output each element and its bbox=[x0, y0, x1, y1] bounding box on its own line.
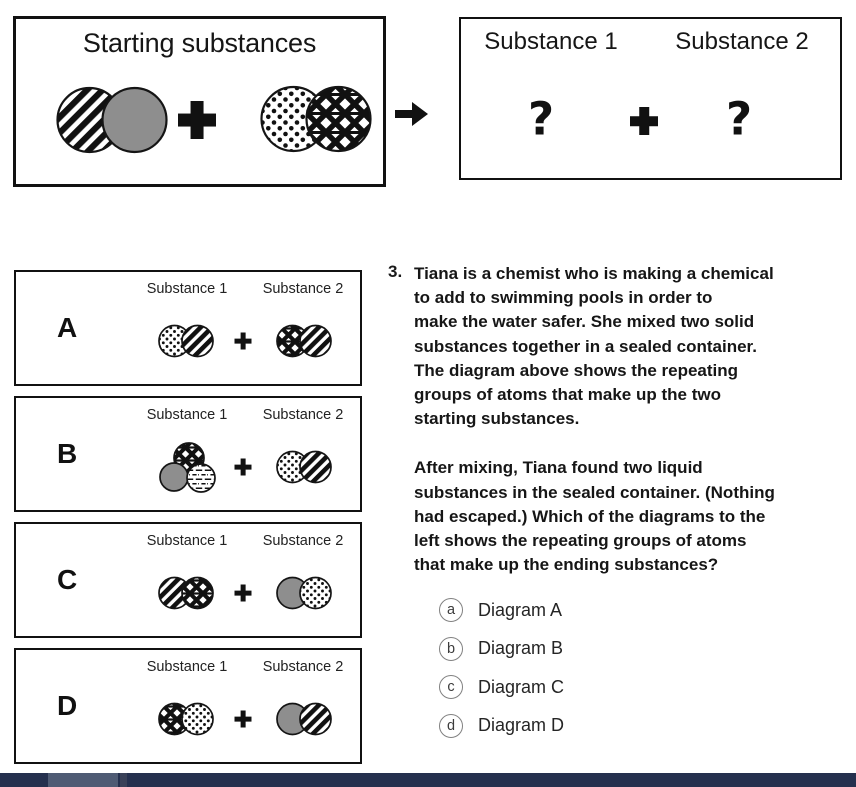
atom-circle-polka-dots-circle bbox=[299, 576, 332, 610]
products-box: Substance 1 Substance 2 ? ? bbox=[459, 17, 842, 180]
atom-circle-bold-crosshatch-circle bbox=[181, 576, 214, 610]
diagram-label: A bbox=[57, 312, 78, 343]
diagram-label: C bbox=[57, 564, 78, 595]
option-label: Diagram B bbox=[478, 638, 564, 659]
substance2-molecule bbox=[276, 322, 333, 360]
unknown-substance-1: ? bbox=[527, 92, 555, 146]
substance2-header: Substance 2 bbox=[262, 281, 344, 297]
atom-circle-diagonal-stripes-circle bbox=[299, 450, 332, 484]
scrollbar-thumb[interactable] bbox=[48, 773, 118, 787]
substance1-header: Substance 1 bbox=[146, 659, 228, 675]
starting-substances-box: Starting substances bbox=[13, 16, 386, 187]
right-arrow-icon bbox=[395, 101, 429, 127]
atom-circle-diagonal-stripes-circle bbox=[181, 324, 214, 358]
option-label: Diagram D bbox=[478, 715, 565, 736]
unknown-substance-2: ? bbox=[725, 92, 753, 146]
diagram-list: A Substance 1 Substance 2 B Substance 1 … bbox=[14, 270, 362, 774]
plus-icon bbox=[630, 107, 658, 135]
answer-option-c[interactable]: c Diagram C bbox=[439, 675, 854, 700]
diagram-box-D: D Substance 1 Substance 2 bbox=[14, 648, 362, 764]
substance2-header: Substance 2 bbox=[262, 659, 344, 675]
option-letter-circle[interactable]: a bbox=[439, 598, 463, 623]
question-paragraph-2: After mixing, Tiana found two liquid sub… bbox=[414, 458, 775, 575]
plus-icon bbox=[235, 459, 252, 476]
diagram-box-C: C Substance 1 Substance 2 bbox=[14, 522, 362, 638]
substance1-header: Substance 1 bbox=[484, 28, 618, 55]
substance1-header: Substance 1 bbox=[146, 407, 228, 423]
option-letter-circle[interactable]: c bbox=[439, 675, 463, 700]
substance1-molecule bbox=[158, 322, 215, 360]
substance1-header: Substance 1 bbox=[146, 281, 228, 297]
atom-circle-diagonal-stripes-circle bbox=[299, 324, 332, 358]
plus-icon bbox=[235, 585, 252, 602]
substance2-molecule bbox=[276, 700, 333, 738]
substance1-molecule bbox=[158, 700, 215, 738]
question-block: 3. Tiana is a chemist who is making a ch… bbox=[388, 262, 854, 752]
atom-circle-diagonal-stripes-circle bbox=[299, 702, 332, 736]
answer-option-a[interactable]: a Diagram A bbox=[439, 598, 854, 623]
horizontal-scrollbar[interactable] bbox=[0, 773, 856, 787]
option-letter-circle[interactable]: d bbox=[439, 713, 463, 738]
plus-icon bbox=[235, 333, 252, 350]
plus-icon bbox=[178, 101, 216, 139]
substance2-header: Substance 2 bbox=[262, 407, 344, 423]
substance1-molecule bbox=[158, 574, 215, 612]
substance2-molecule bbox=[276, 448, 333, 486]
answer-option-d[interactable]: d Diagram D bbox=[439, 713, 854, 738]
answer-option-b[interactable]: b Diagram B bbox=[439, 636, 854, 661]
diagram-label: D bbox=[57, 690, 78, 721]
option-letter-circle[interactable]: b bbox=[439, 636, 463, 661]
atom-circle-horizontal-dashes-circle bbox=[186, 463, 216, 493]
starting-box-title: Starting substances bbox=[82, 28, 317, 58]
option-label: Diagram C bbox=[478, 676, 565, 697]
substance1-molecule bbox=[153, 441, 219, 493]
substance2-header: Substance 2 bbox=[262, 533, 344, 549]
option-label: Diagram A bbox=[478, 599, 563, 620]
substance2-header: Substance 2 bbox=[675, 28, 809, 55]
atom-circle-solid-gray-circle bbox=[101, 86, 168, 154]
substance2-molecule bbox=[276, 574, 333, 612]
atom-circle-polka-dots-circle bbox=[181, 702, 214, 736]
answer-options: a Diagram A b Diagram B c Diagram C d Di… bbox=[439, 598, 854, 738]
scrollbar-divider bbox=[120, 773, 127, 787]
diagram-label: B bbox=[57, 438, 78, 469]
plus-icon bbox=[235, 711, 252, 728]
diagram-box-A: A Substance 1 Substance 2 bbox=[14, 270, 362, 386]
starting-substance1-molecule bbox=[56, 86, 169, 154]
question-number: 3. bbox=[388, 262, 403, 281]
diagram-box-B: B Substance 1 Substance 2 bbox=[14, 396, 362, 512]
question-paragraph-1: Tiana is a chemist who is making a chemi… bbox=[414, 264, 774, 429]
starting-substance2-molecule bbox=[260, 85, 373, 153]
atom-circle-bold-crosshatch-circle bbox=[305, 85, 372, 153]
substance1-header: Substance 1 bbox=[146, 533, 228, 549]
atom-circle-solid-gray-circle bbox=[159, 462, 189, 492]
